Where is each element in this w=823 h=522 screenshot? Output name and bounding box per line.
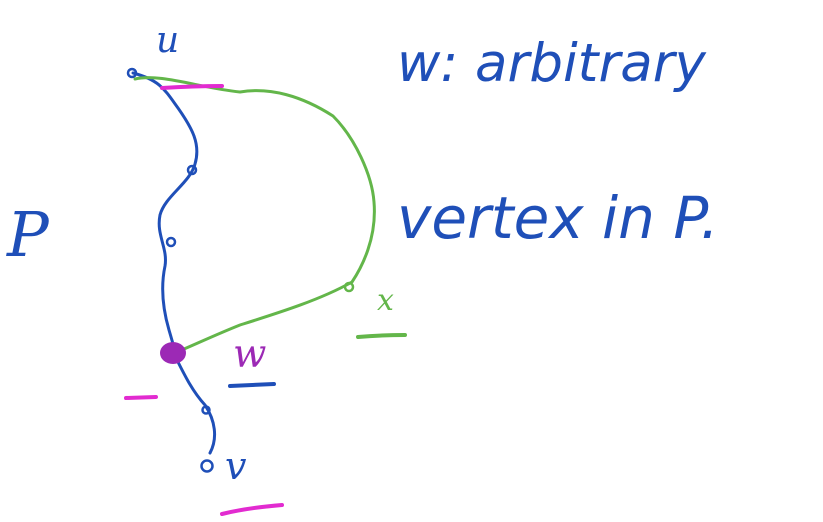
vertex-x-dot — [343, 281, 355, 293]
w-underline — [228, 382, 276, 388]
path-vertex-dot — [186, 164, 198, 176]
vertex-w — [160, 342, 186, 364]
w-highlight — [124, 395, 158, 400]
green-curve — [133, 76, 376, 356]
highlight-strokes — [124, 84, 407, 516]
v-highlight — [220, 503, 284, 516]
u-highlight — [160, 84, 224, 90]
vertex-u-dot — [126, 67, 138, 79]
path-label-p: P — [6, 198, 50, 271]
x-underline — [356, 333, 407, 339]
label-v: v — [225, 444, 247, 488]
annotation-line-2: vertex in P. — [397, 184, 719, 252]
label-u: u — [156, 20, 179, 61]
annotation-line-1: w: arbitrary — [397, 33, 707, 94]
annotation-note: w: arbitrary vertex in P. — [397, 33, 719, 252]
path-vertex-dot — [165, 236, 177, 248]
main-path-p — [126, 67, 217, 473]
blue-path-curve — [131, 71, 217, 455]
vertex-v-dot — [200, 459, 214, 473]
label-w: w — [233, 332, 266, 377]
path-vertex-dot — [201, 405, 211, 415]
label-x: x — [377, 283, 394, 318]
green-detour-path — [133, 76, 376, 356]
vertex-labels: u v x w P — [6, 20, 394, 488]
vertex-w-filled — [160, 342, 186, 364]
